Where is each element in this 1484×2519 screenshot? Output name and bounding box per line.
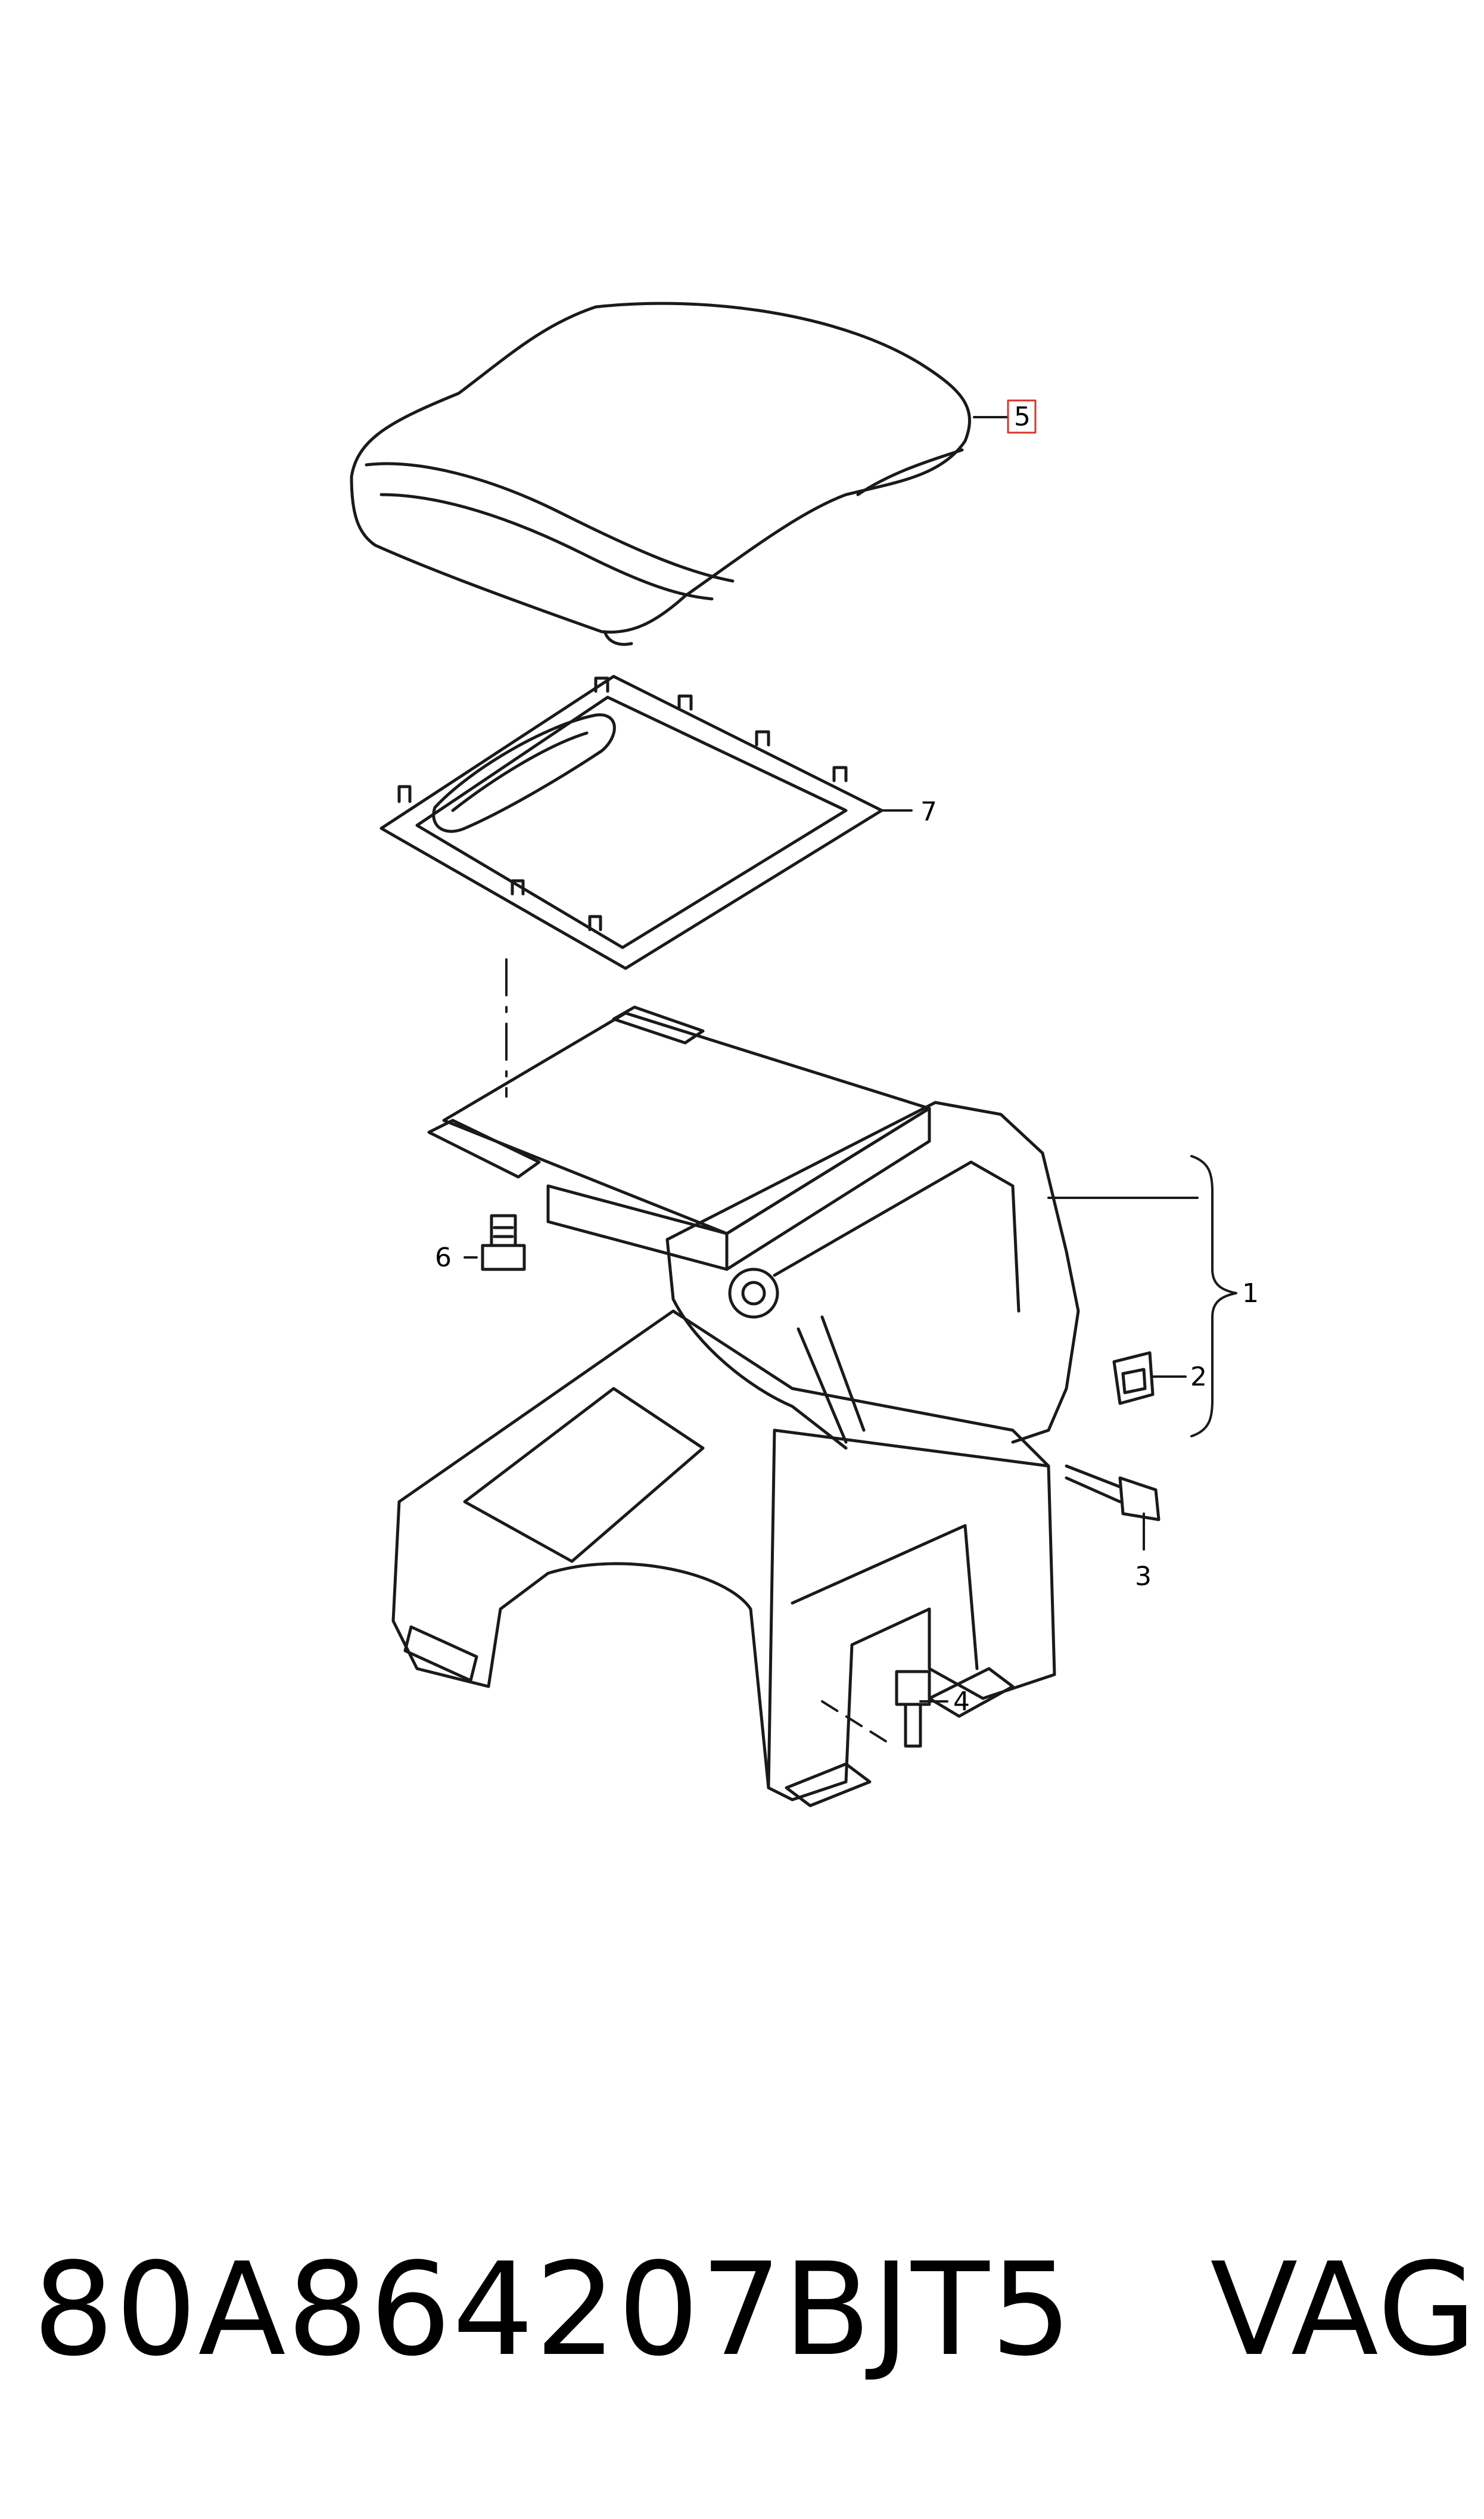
callout-4: 4 <box>953 1686 970 1717</box>
armrest-base-plate <box>379 675 883 970</box>
leader-lines <box>463 416 1237 1703</box>
screw-6 <box>481 1214 526 1271</box>
callout-2: 2 <box>1190 1362 1207 1392</box>
callout-3: 3 <box>1135 1561 1152 1592</box>
bolt-4 <box>895 1670 931 1748</box>
alignment-lines <box>505 958 895 1747</box>
callout-1: 1 <box>1242 1278 1259 1309</box>
callout-5-highlight <box>1007 399 1037 434</box>
callout-6: 6 <box>435 1243 452 1273</box>
bolt-3 <box>1065 1464 1161 1521</box>
callout-5: 5 <box>1014 402 1031 432</box>
callout-7: 7 <box>920 797 937 827</box>
brand-name: VAG <box>1210 2234 1478 2384</box>
clip-nut-2 <box>1112 1351 1155 1405</box>
center-console-bracket-assembly <box>391 1005 1080 1807</box>
part-number: 80A864207BJT5 <box>33 2234 1074 2384</box>
armrest-cover <box>350 302 971 646</box>
footer-caption: 80A864207BJT5 VAG <box>33 2235 1477 2384</box>
